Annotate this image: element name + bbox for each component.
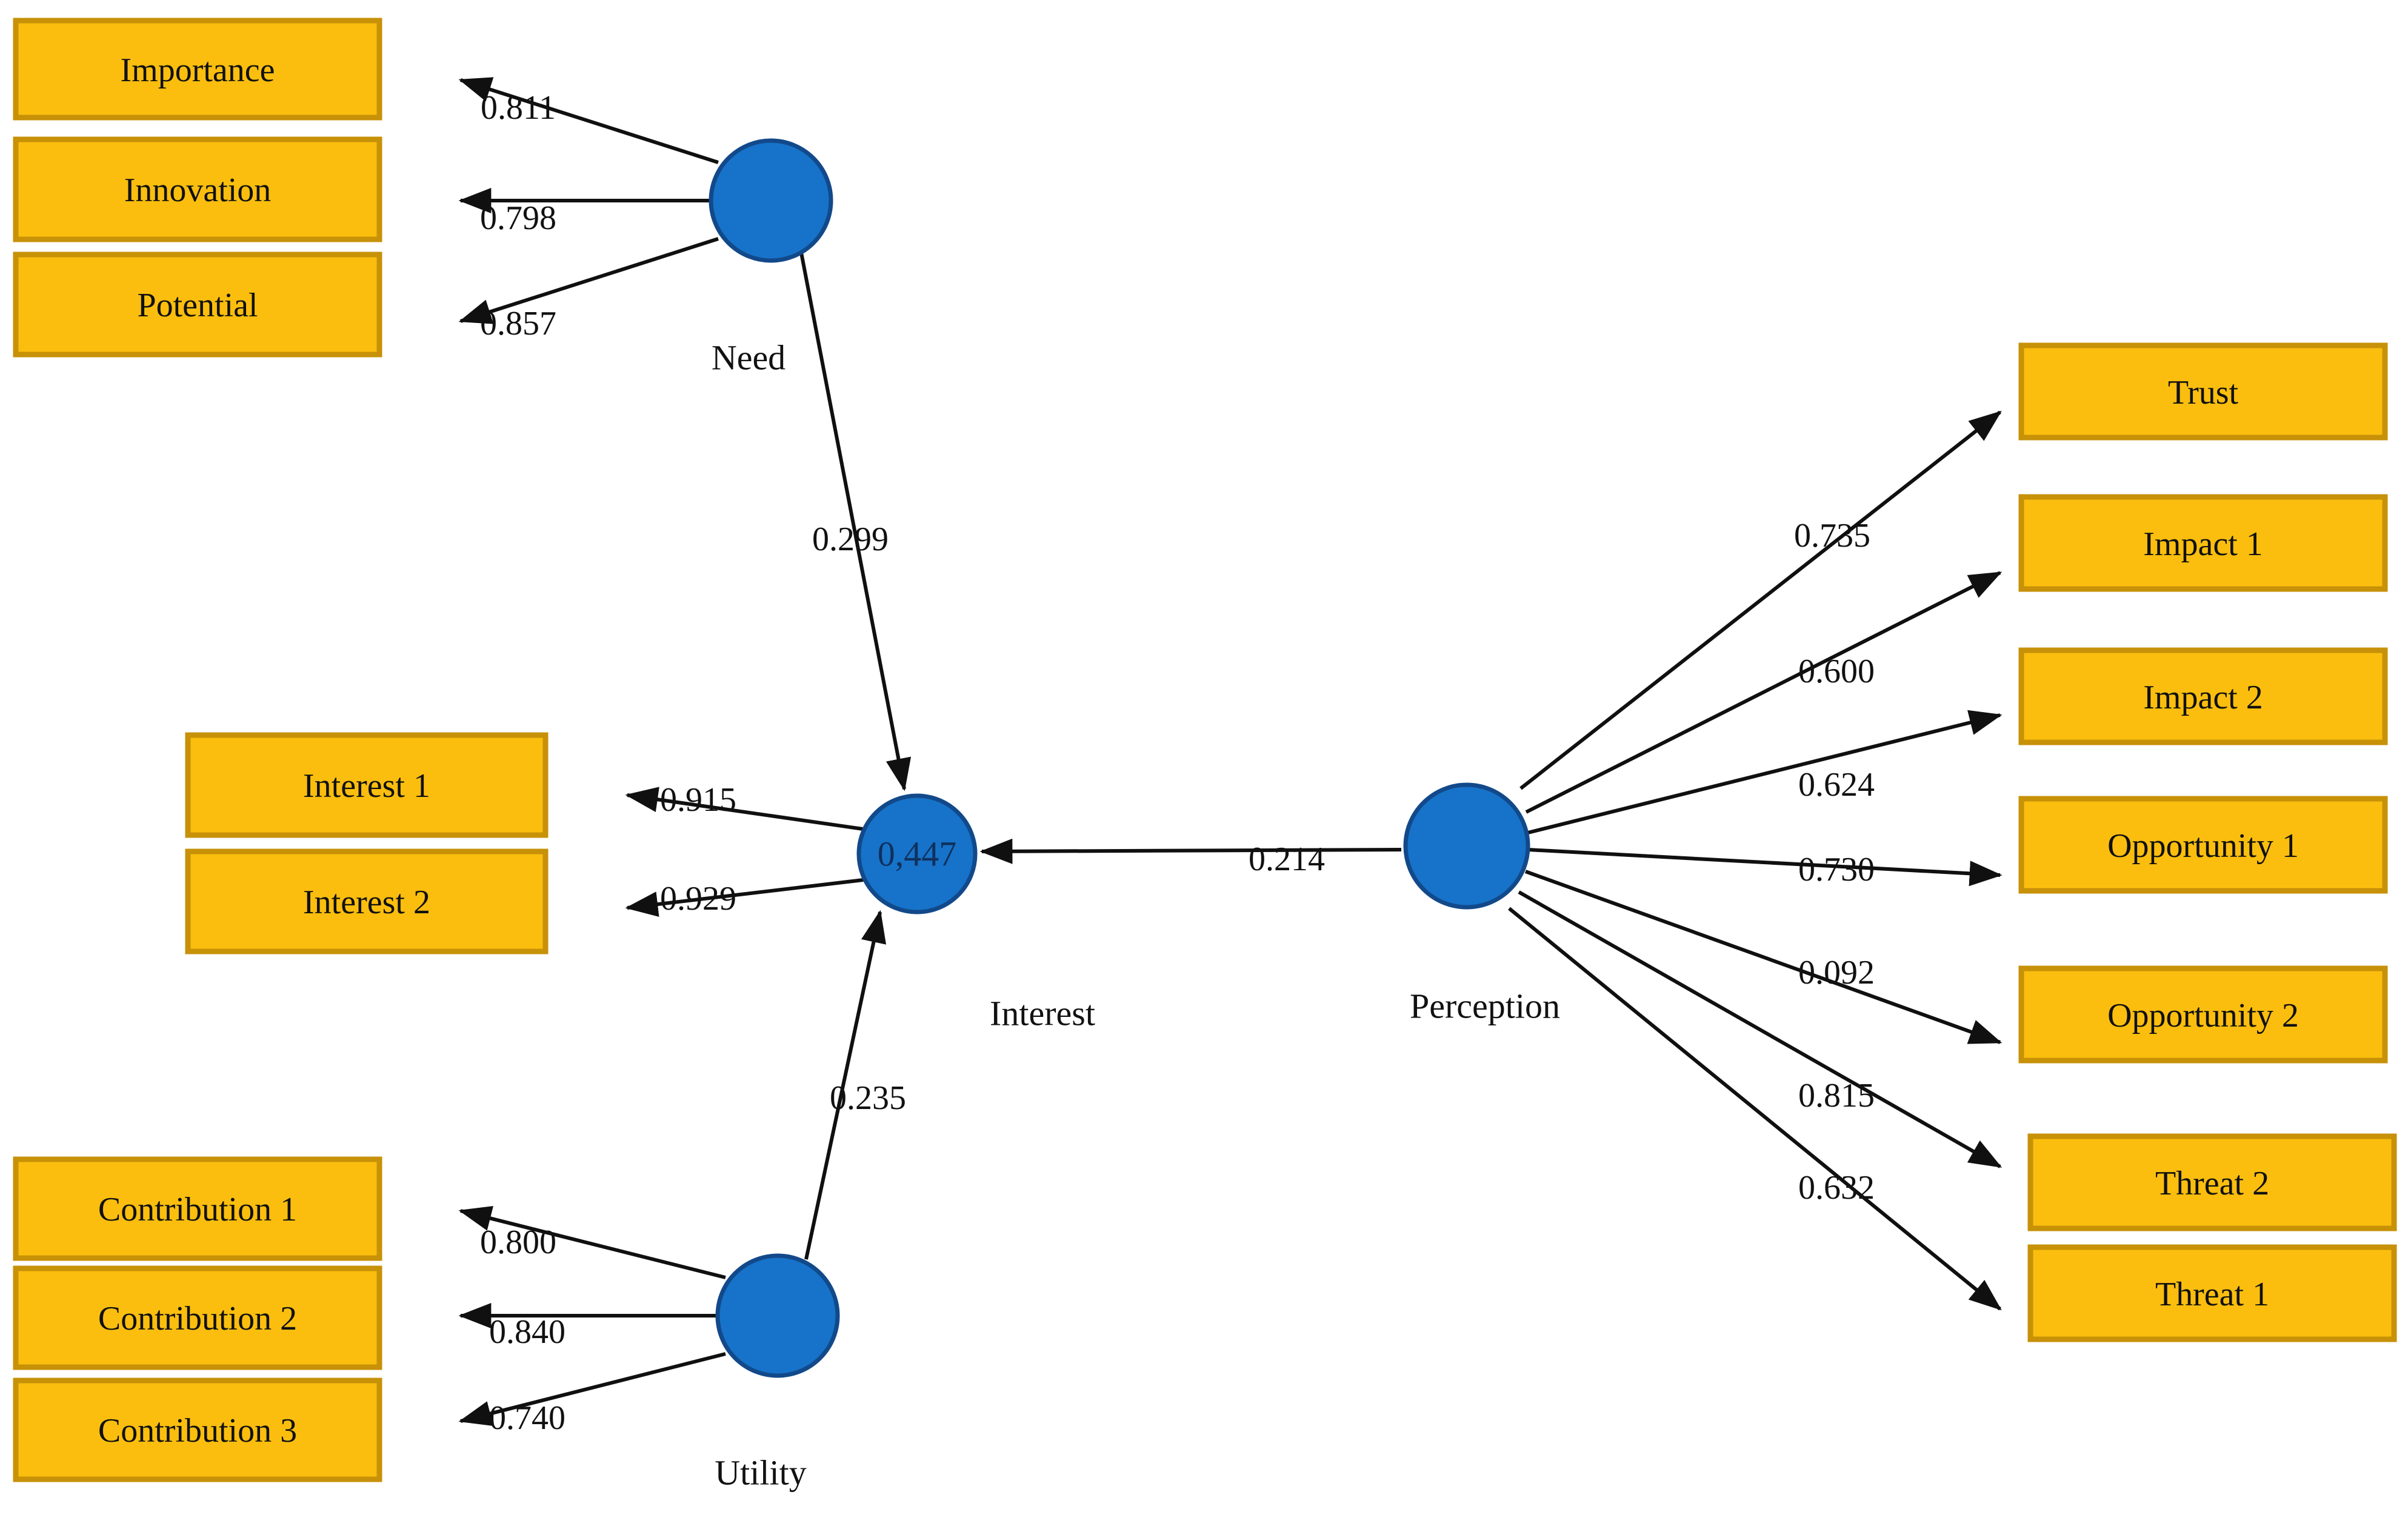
construct-label-utility: Utility: [715, 1453, 806, 1493]
construct-need[interactable]: Need: [709, 138, 833, 378]
construct-r2-interest: 0,447: [878, 834, 957, 874]
edge-interest-to-interest-2: [625, 878, 864, 917]
indicator-label-opportunity-1: Opportunity 1: [2107, 827, 2299, 865]
edge-need-to-importance: [458, 77, 719, 164]
edge-utility-to-interest-path: [804, 910, 887, 1260]
indicator-label-impact-2: Impact 2: [2143, 679, 2263, 716]
construct-interest[interactable]: 0,447 Interest: [856, 793, 1095, 1033]
edge-perception-to-opportunity-2: [1524, 870, 2003, 1044]
indicator-rect-contribution-2[interactable]: [13, 1265, 382, 1370]
loading-label-contribution-1: 0.800: [480, 1224, 556, 1261]
indicator-label-trust: Trust: [2168, 374, 2239, 411]
construct-label-need: Need: [712, 338, 785, 378]
indicator-rect-interest-1[interactable]: [185, 732, 549, 838]
indicator-box-opportunity-2[interactable]: Opportunity 2: [2018, 965, 2388, 1064]
utility-measurement-edges: [458, 1205, 726, 1426]
indicator-label-impact-1: Impact 1: [2143, 525, 2263, 563]
indicator-label-threat-1: Threat 1: [2155, 1276, 2269, 1313]
indicator-label-opportunity-2: Opportunity 2: [2107, 997, 2299, 1034]
indicator-box-interest-1[interactable]: Interest 1: [185, 732, 549, 838]
loading-label-threat-1: 0.632: [1798, 1169, 1875, 1207]
indicator-label-potential: Potential: [137, 287, 258, 324]
indicator-rect-potential[interactable]: [13, 252, 382, 358]
edge-need-to-potential: [458, 237, 719, 324]
edge-perception-to-trust: [1519, 410, 2002, 790]
indicator-rect-opportunity-1[interactable]: [2018, 796, 2388, 894]
indicator-label-interest-2: Interest 2: [303, 884, 430, 921]
indicator-box-contribution-1[interactable]: Contribution 1: [13, 1156, 382, 1261]
edge-utility-to-contribution-3: [458, 1352, 726, 1426]
indicator-label-interest-1: Interest 1: [303, 767, 430, 805]
indicator-box-impact-1[interactable]: Impact 1: [2018, 494, 2388, 592]
loading-label-contribution-3: 0.740: [489, 1399, 565, 1437]
indicator-box-potential[interactable]: Potential: [13, 252, 382, 358]
construct-label-interest: Interest: [990, 994, 1095, 1033]
edge-perception-to-threat-2: [1518, 890, 2003, 1168]
construct-label-perception: Perception: [1410, 987, 1560, 1026]
construct-utility[interactable]: Utility: [715, 1253, 840, 1493]
indicator-rect-impact-1[interactable]: [2018, 494, 2388, 592]
edge-perception-to-impact-1: [1525, 571, 2003, 814]
loading-label-impact-1: 0.600: [1798, 653, 1875, 690]
construct-circle-need[interactable]: [709, 138, 833, 263]
loading-label-importance: 0.811: [481, 89, 556, 127]
edge-utility-to-contribution-1: [458, 1205, 726, 1279]
indicator-box-impact-2[interactable]: Impact 2: [2018, 647, 2388, 745]
loading-label-impact-2: 0.624: [1798, 766, 1875, 804]
indicator-box-importance[interactable]: Importance: [13, 18, 382, 121]
indicator-rect-innovation[interactable]: [13, 136, 382, 242]
edge-perception-to-threat-1: [1508, 907, 2002, 1311]
indicator-rect-contribution-1[interactable]: [13, 1156, 382, 1261]
indicator-box-trust[interactable]: Trust: [2018, 342, 2388, 441]
indicator-box-threat-2[interactable]: Threat 2: [2027, 1133, 2397, 1231]
interest-measurement-edges: [625, 787, 864, 917]
edge-perception-to-interest-path: [979, 838, 1402, 864]
indicator-rect-contribution-3[interactable]: [13, 1377, 382, 1482]
indicator-label-contribution-3: Contribution 3: [98, 1412, 297, 1450]
structural-path-edges: [799, 252, 1402, 1260]
indicator-rect-impact-2[interactable]: [2018, 647, 2388, 745]
loading-label-interest-1: 0.915: [660, 781, 736, 819]
loading-label-opportunity-1: 0.730: [1798, 851, 1875, 888]
edge-need-to-interest-path: [799, 252, 912, 791]
construct-circle-perception[interactable]: [1403, 782, 1530, 910]
indicator-box-contribution-2[interactable]: Contribution 2: [13, 1265, 382, 1370]
indicator-rect-importance[interactable]: [13, 18, 382, 121]
loading-label-trust: 0.735: [1794, 517, 1870, 555]
indicator-label-threat-2: Threat 2: [2155, 1165, 2269, 1202]
indicator-rect-threat-1[interactable]: [2027, 1244, 2397, 1342]
edge-perception-to-opportunity-1: [1527, 848, 2003, 887]
indicator-box-opportunity-1[interactable]: Opportunity 1: [2018, 796, 2388, 894]
indicator-rect-interest-2[interactable]: [185, 848, 549, 954]
indicator-rect-trust[interactable]: [2018, 342, 2388, 441]
path-coefficient-need-interest: 0.299: [812, 521, 889, 558]
indicator-label-contribution-1: Contribution 1: [98, 1191, 297, 1228]
need-measurement-edges: [458, 77, 719, 324]
indicator-box-contribution-3[interactable]: Contribution 3: [13, 1377, 382, 1482]
loading-label-interest-2: 0.929: [660, 880, 736, 918]
perception-measurement-edges: [1508, 410, 2003, 1311]
loading-label-innovation: 0.798: [480, 199, 556, 237]
path-coefficient-utility-interest: 0.235: [830, 1079, 906, 1117]
construct-circle-utility[interactable]: [715, 1253, 840, 1378]
path-coefficient-perception-interest: 0.214: [1249, 841, 1325, 878]
edge-perception-to-impact-2: [1527, 710, 2003, 834]
indicator-rect-threat-2[interactable]: [2027, 1133, 2397, 1231]
indicator-box-interest-2[interactable]: Interest 2: [185, 848, 549, 954]
construct-perception[interactable]: Perception: [1403, 782, 1560, 1026]
loading-label-opportunity-2: 0.092: [1798, 954, 1875, 991]
loading-label-contribution-2: 0.840: [489, 1313, 565, 1351]
loading-label-threat-2: 0.815: [1798, 1077, 1875, 1114]
indicator-box-threat-1[interactable]: Threat 1: [2027, 1244, 2397, 1342]
construct-circle-interest[interactable]: [856, 793, 978, 914]
indicator-label-innovation: Innovation: [124, 172, 272, 209]
loading-label-potential: 0.857: [480, 305, 556, 342]
indicator-rect-opportunity-2[interactable]: [2018, 965, 2388, 1064]
indicator-label-importance: Importance: [121, 52, 275, 89]
edge-interest-to-interest-1: [625, 787, 864, 831]
indicator-label-contribution-2: Contribution 2: [98, 1300, 297, 1337]
indicator-box-innovation[interactable]: Innovation: [13, 136, 382, 242]
